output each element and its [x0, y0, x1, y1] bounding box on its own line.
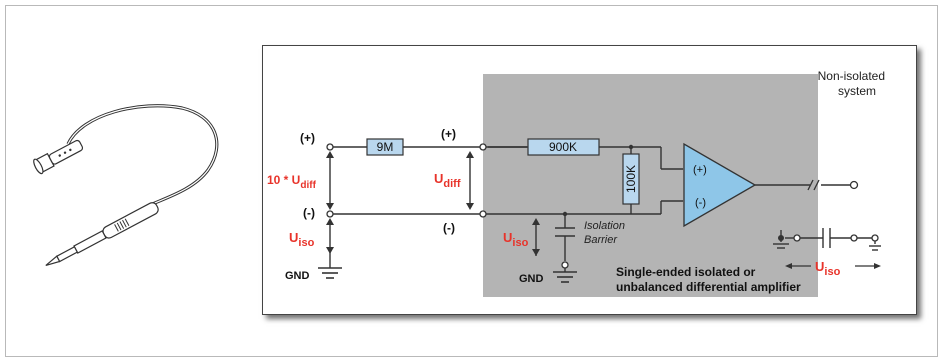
resistor-9m-label: 9M — [377, 140, 394, 154]
probe-head — [45, 202, 159, 267]
uiso-mid-label: Uiso — [503, 230, 529, 249]
mid-plus-label: (+) — [441, 127, 456, 141]
udiff-label: Udiff — [434, 171, 461, 190]
uiso-right-label: Uiso — [815, 259, 841, 278]
resistor-9m — [366, 138, 404, 156]
resistor-100k-label: 100K — [624, 165, 638, 193]
isolation-barrier-label-1: Isolation — [584, 220, 625, 232]
ground-left-icon — [318, 267, 342, 279]
amp-caption-line-1: Single-ended isolated or — [616, 265, 756, 279]
gnd-mid-label: GND — [519, 273, 544, 285]
resistor-100k — [622, 153, 640, 205]
opamp-minus-label: (-) — [695, 197, 706, 209]
left-minus-label: (-) — [303, 206, 315, 220]
non-isolated-label-1: Non-isolated — [818, 69, 885, 83]
ten-udiff-label: 10 * Udiff — [267, 173, 317, 191]
node-left-minus — [326, 210, 334, 218]
opamp-triangle — [683, 142, 757, 228]
amp-caption-line-2: unbalanced differential amplifier — [616, 280, 801, 294]
resistor-900k-label: 900K — [549, 140, 577, 154]
gnd-left-label: GND — [285, 270, 310, 282]
node-left-plus — [326, 143, 334, 151]
opamp-plus-label: (+) — [693, 164, 707, 176]
probe-illustration — [30, 96, 230, 276]
non-isolated-label-2: system — [838, 84, 876, 98]
circuit-panel: Non-isolated system — [262, 45, 917, 315]
bnc-connector — [33, 139, 84, 175]
isolation-barrier-label-2: Barrier — [584, 234, 618, 246]
node-output — [849, 180, 859, 190]
left-plus-label: (+) — [300, 131, 315, 145]
uiso-left-label: Uiso — [289, 230, 315, 249]
node-mid-plus — [479, 143, 487, 151]
resistor-900k — [527, 138, 600, 156]
mid-minus-label: (-) — [443, 221, 455, 235]
node-mid-minus — [479, 210, 487, 218]
